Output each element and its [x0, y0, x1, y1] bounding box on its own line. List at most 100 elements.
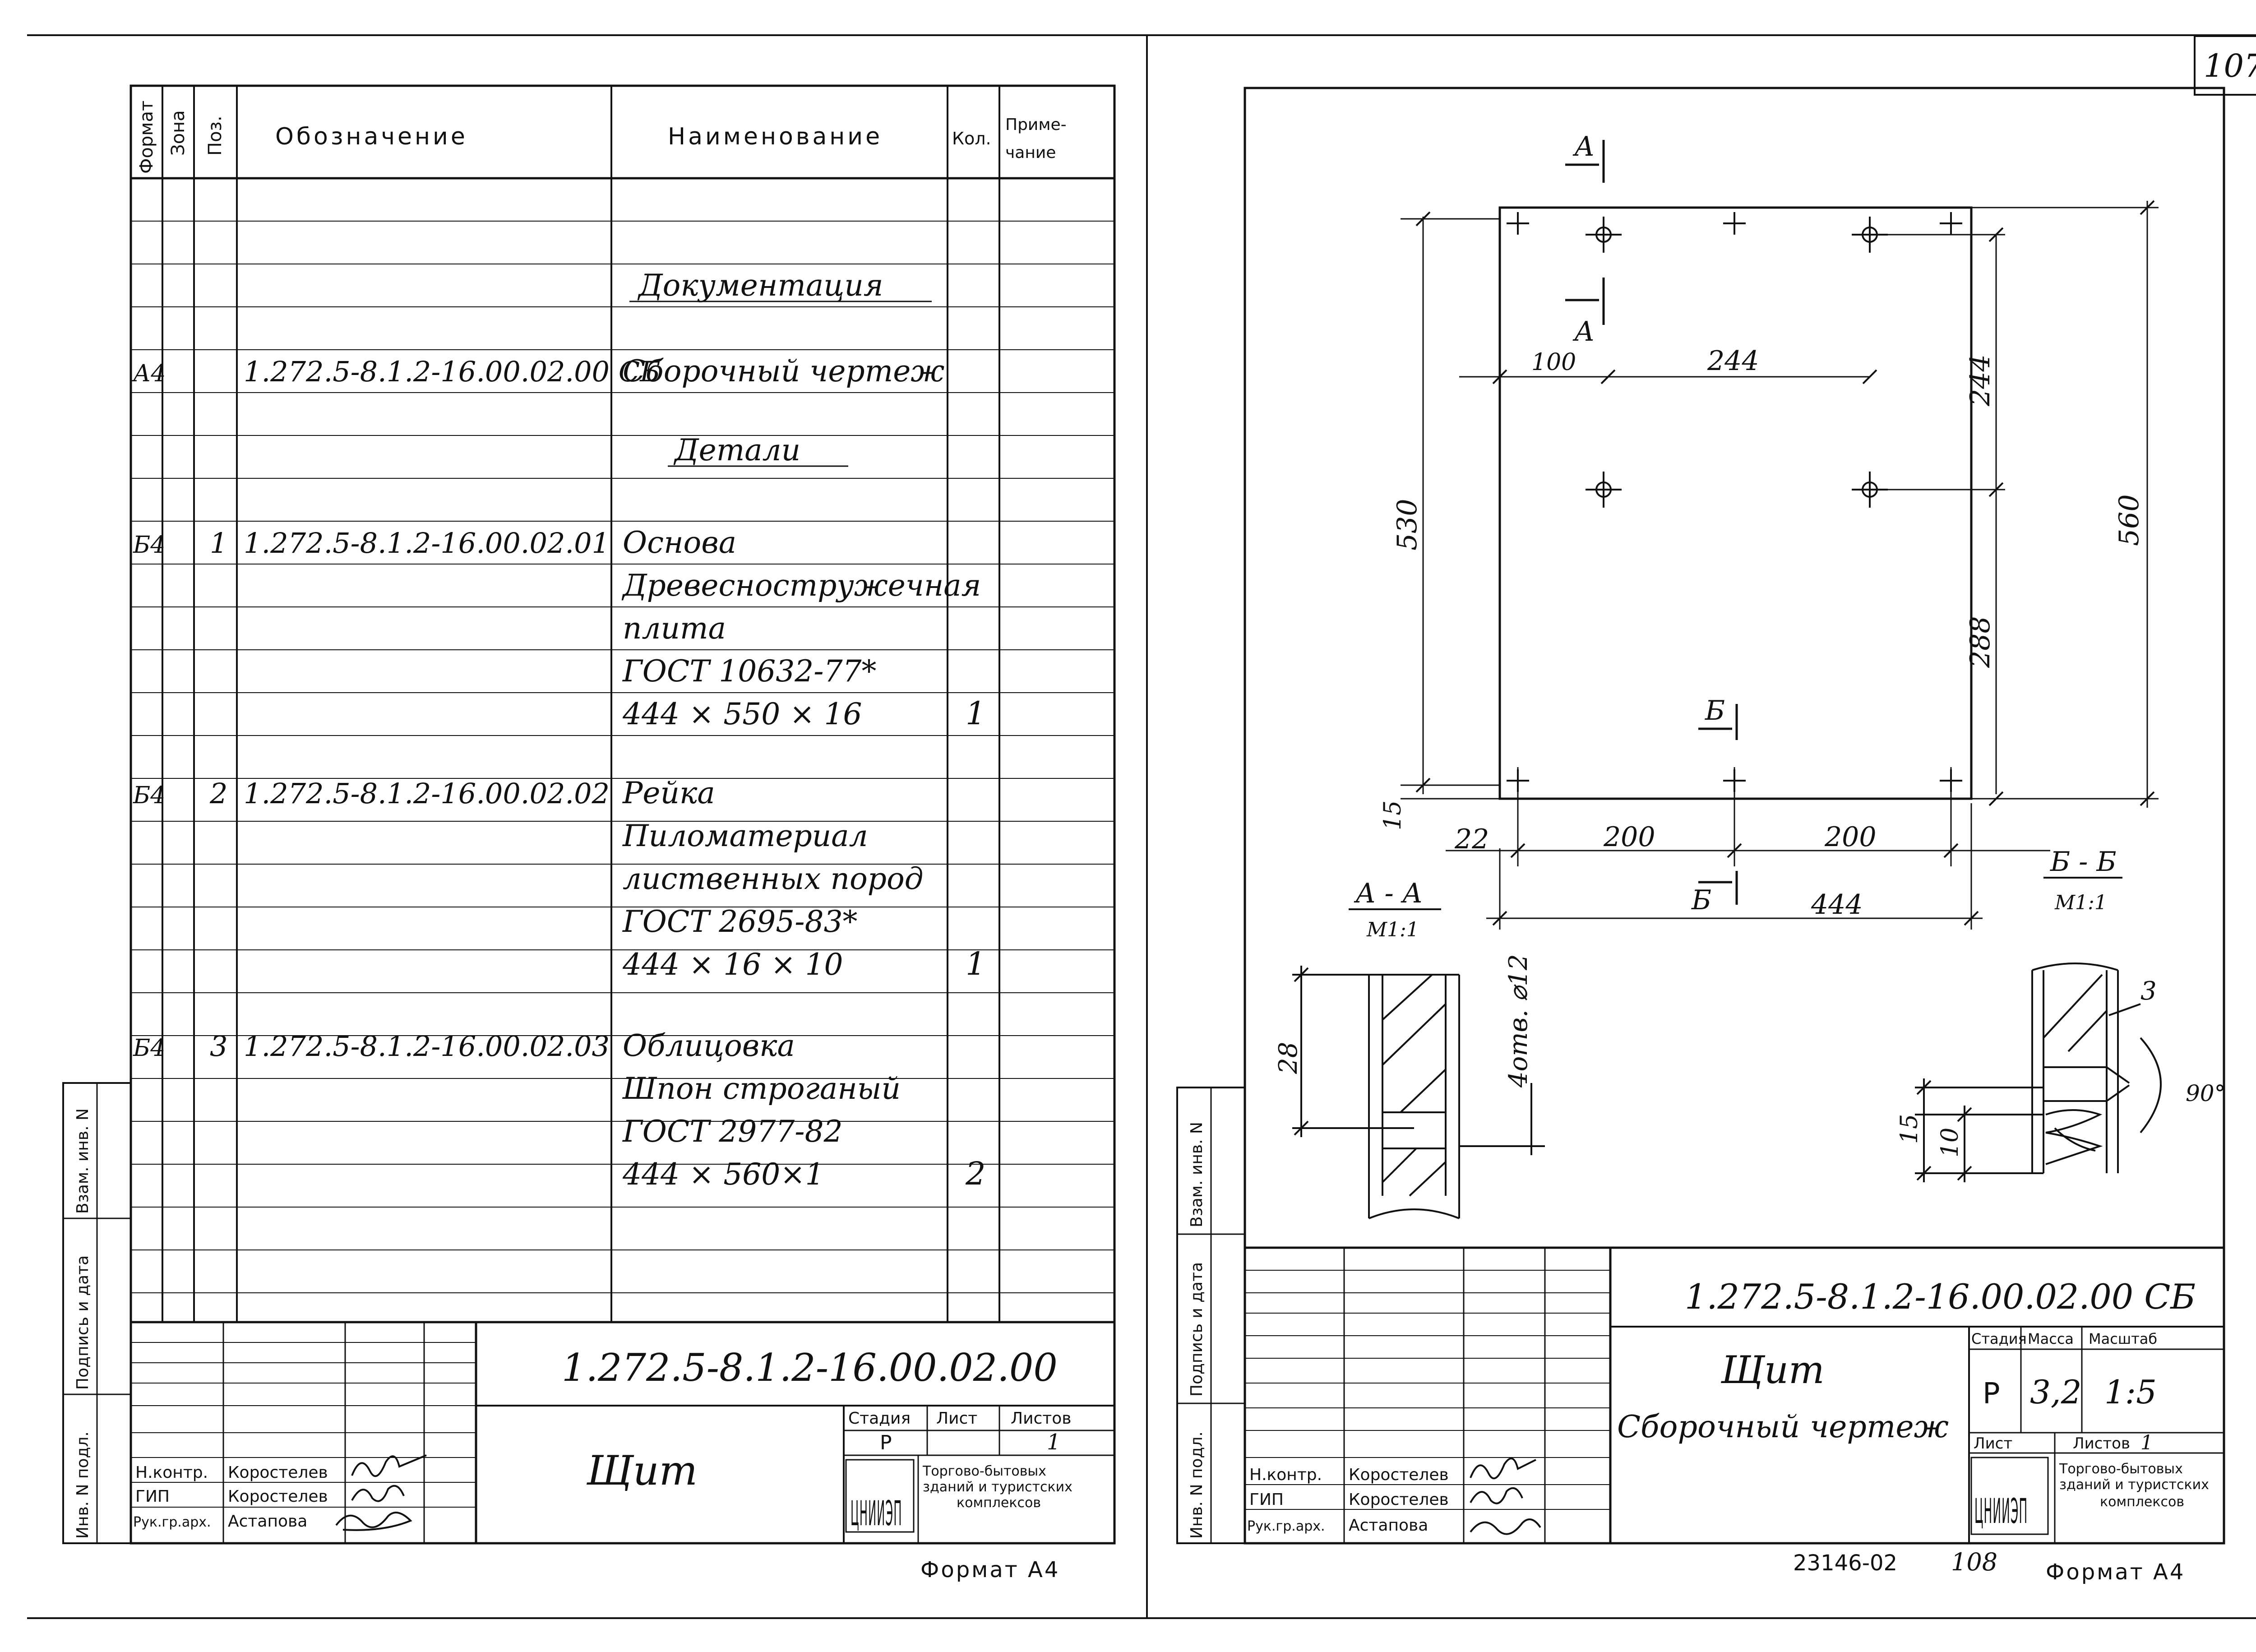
left-title-name: Щит [586, 1447, 698, 1495]
left-role-2: ГИП [135, 1487, 170, 1506]
right-side-sign-date: Подпись и дата [1188, 1262, 1206, 1397]
left-sheets-value: 1 [1047, 1430, 1061, 1455]
right-org-line3: комплексов [2100, 1494, 2184, 1510]
right-role-1: Н.контр. [1249, 1466, 1322, 1484]
section-bb-dim-3: 3 [2140, 976, 2157, 1006]
row-quantity: 1 [966, 695, 986, 732]
row-designation: 1.272.5-8.1.2-16.00.02.00 СБ [244, 355, 661, 388]
section-aa-dim-28: 28 [1274, 1042, 1303, 1074]
left-org-line2: зданий и туристских [923, 1479, 1073, 1495]
section-mark-a-bottom: А [1572, 316, 1595, 347]
header-note-2: чание [1005, 143, 1056, 162]
dim-288: 288 [1965, 616, 1996, 668]
row-name: Шпон строганый [622, 1071, 901, 1106]
right-org-logo: ЦНИИЭП [1974, 1492, 2028, 1531]
right-format-label: Формат А4 [2046, 1559, 2185, 1585]
page-number: 107 [2204, 47, 2256, 84]
right-signature-3 [1470, 1518, 1541, 1535]
row-format: А4 [131, 360, 166, 387]
right-role-3: Рук.гр.арх. [1247, 1518, 1325, 1534]
left-role-3: Рук.гр.арх. [133, 1514, 211, 1530]
section-mark-a-top: А [1572, 131, 1595, 162]
right-mass-value: 3,2 [2030, 1373, 2082, 1411]
left-sheets-label: Листов [1011, 1409, 1071, 1428]
bottom-code: 23146-02 [1793, 1550, 1897, 1576]
right-mass-label: Масса [2028, 1330, 2074, 1347]
page-divider [1146, 34, 1148, 1618]
top-border-line [27, 34, 2256, 36]
left-sheet: Формат Зона Поз. Обозначение Наименовани… [62, 84, 1116, 1583]
right-org-line1: Торгово-бытовых [2059, 1461, 2183, 1477]
row-designation: 1.272.5-8.1.2-16.00.02.01 [244, 527, 610, 560]
row-quantity: 2 [965, 1155, 986, 1192]
dim-200-right: 200 [1824, 821, 1877, 853]
left-sheet-label: Лист [936, 1409, 977, 1428]
row-name: плита [623, 611, 726, 646]
right-title-code: 1.272.5-8.1.2-16.00.02.00 СБ [1685, 1277, 2196, 1317]
header-zone: Зона [168, 110, 189, 156]
section-bb-scale: М1:1 [2054, 891, 2107, 914]
row-position: 2 [209, 777, 227, 810]
dim-100: 100 [1531, 349, 1576, 376]
left-signature-1 [351, 1454, 427, 1477]
section-parts: Детали [673, 433, 800, 467]
section-bb-dim-10: 10 [1937, 1128, 1964, 1157]
hole-note: 4отв. ⌀12 [1504, 954, 1533, 1088]
right-name-1: Коростелев [1349, 1466, 1449, 1484]
left-side-vzam-inv: Взам. инв. N [74, 1108, 92, 1214]
left-name-1: Коростелев [228, 1463, 328, 1482]
row-name: Рейка [622, 776, 715, 810]
left-name-3: Астапова [228, 1512, 307, 1531]
row-quantity: 1 [966, 945, 986, 982]
header-designation: Обозначение [275, 123, 468, 150]
right-sheet: 107 [1176, 35, 2256, 1585]
bottom-page: 108 [1951, 1548, 1997, 1576]
right-stage-value: Р [1983, 1377, 2000, 1411]
right-sheets-value: 1 [2140, 1431, 2153, 1454]
right-title-name: Щит [1720, 1348, 1825, 1392]
right-name-2: Коростелев [1349, 1490, 1449, 1509]
left-org-line1: Торгово-бытовых [922, 1463, 1046, 1479]
left-stage-label: Стадия [848, 1409, 911, 1428]
dim-15: 15 [1379, 801, 1406, 830]
right-signature-1 [1470, 1458, 1536, 1480]
left-name-2: Коростелев [228, 1487, 328, 1506]
right-org-line2: зданий и туристских [2059, 1477, 2209, 1493]
header-name: Наименование [668, 123, 883, 150]
section-aa-drawing [1292, 966, 1545, 1219]
right-scale-value: 1:5 [2104, 1373, 2157, 1411]
section-aa-scale: М1:1 [1366, 918, 1419, 941]
right-scale-label: Масштаб [2089, 1330, 2157, 1347]
left-stage-value: Р [880, 1431, 892, 1454]
right-signature-2 [1470, 1487, 1523, 1504]
right-stage-label: Стадия [1971, 1330, 2027, 1347]
section-aa-label: А - А [1354, 878, 1423, 909]
left-format-label: Формат А4 [920, 1557, 1060, 1583]
section-bb-dim-90: 90° [2186, 1080, 2226, 1106]
dim-200-left: 200 [1603, 821, 1655, 853]
left-side-sign-date: Подпись и дата [74, 1255, 92, 1390]
right-sheet-label: Лист [1974, 1435, 2012, 1453]
header-format: Формат [136, 101, 157, 174]
header-note-1: Приме- [1005, 116, 1067, 134]
right-side-inv-orig: Инв. N подл. [1188, 1431, 1206, 1539]
row-name: 444 × 16 × 10 [622, 947, 843, 982]
header-pos: Поз. [205, 116, 226, 156]
header-qty: Кол. [952, 129, 991, 148]
dim-530: 530 [1392, 499, 1423, 551]
section-bb-drawing [1915, 963, 2162, 1182]
row-name: Облицовка [623, 1028, 795, 1063]
row-designation: 1.272.5-8.1.2-16.00.02.02 [244, 777, 610, 810]
row-name: 444 × 550 × 16 [622, 697, 862, 731]
section-bb-label: Б - Б [2050, 846, 2117, 878]
row-name: Сборочный чертеж [623, 354, 944, 389]
row-name: ГОСТ 2977-82 [622, 1114, 843, 1149]
right-side-vzam-inv: Взам. инв. N [1188, 1122, 1206, 1227]
dim-22: 22 [1454, 824, 1489, 855]
dim-244-vertical: 244 [1965, 354, 1996, 407]
dim-560: 560 [2113, 494, 2145, 546]
right-title-subtitle: Сборочный чертеж [1617, 1409, 1949, 1445]
section-mark-b-bottom: Б [1691, 884, 1711, 916]
left-side-inv-orig: Инв. N подл. [74, 1431, 92, 1539]
dim-444: 444 [1811, 889, 1863, 921]
